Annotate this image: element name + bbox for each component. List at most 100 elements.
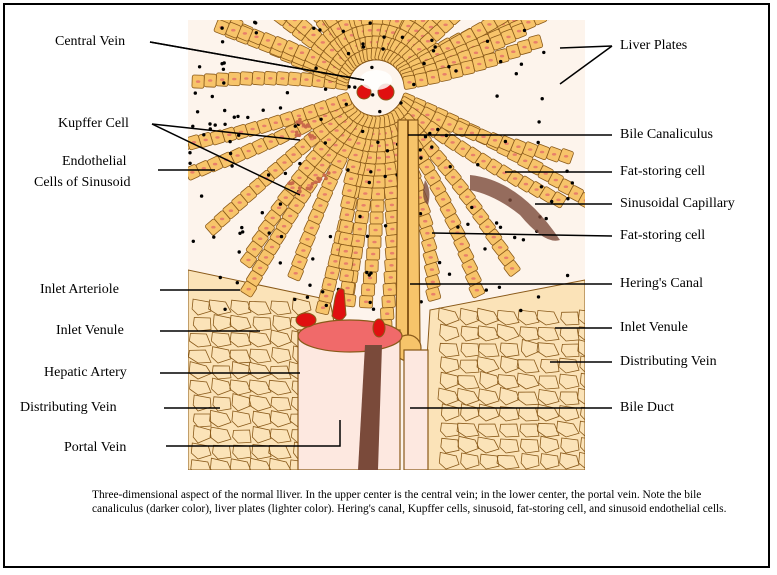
hepatocyte-nucleus (243, 32, 247, 35)
hepatocyte-nucleus (294, 272, 298, 275)
hepatocyte-nucleus (466, 66, 470, 69)
hepatocyte-nucleus (419, 79, 423, 82)
hepatocyte (502, 4, 519, 21)
hepatocyte-nucleus (460, 243, 464, 246)
hepatocyte-nucleus (289, 47, 293, 50)
sinusoid-dot (438, 261, 441, 264)
hepatocyte-nucleus (294, 204, 298, 207)
hepatocyte-nucleus (264, 256, 268, 259)
hepatocyte-nucleus (312, 157, 316, 160)
sinusoid-dot (233, 116, 236, 119)
sinusoid-dot (255, 31, 258, 34)
sinusoid-dot (324, 88, 327, 91)
sinusoid-dot (498, 286, 501, 289)
label-endothelial-line1: Endothelial (62, 154, 127, 170)
hepatocyte-nucleus (395, 20, 399, 23)
hepatocyte-nucleus (368, 156, 372, 159)
sinusoid-dot (486, 40, 489, 43)
sinusoid-dot (466, 223, 469, 226)
hepatocyte-nucleus (477, 29, 481, 32)
central-vein-lumen (360, 70, 392, 90)
hepatocyte-nucleus (301, 194, 305, 197)
hepatocyte-nucleus (386, 300, 390, 303)
sinusoid-dot (381, 47, 384, 50)
hepatocyte-nucleus (399, 9, 403, 12)
hepatocyte-nucleus (534, 188, 538, 191)
hepatocyte (309, 0, 326, 8)
kupffer-cell-dot (295, 120, 299, 124)
hepatocyte-nucleus (431, 76, 435, 79)
label-bile-canaliculus: Bile Canaliculus (620, 127, 713, 143)
hepatocyte-nucleus (291, 153, 295, 156)
hepatocyte-nucleus (304, 167, 308, 170)
hepatocyte-nucleus (510, 267, 514, 270)
sinusoid-dot (522, 238, 525, 241)
hepatocyte-nucleus (498, 246, 502, 249)
hepatocyte-nucleus (390, 6, 394, 9)
sinusoid-dot (419, 148, 422, 151)
sinusoid-dot (246, 116, 249, 119)
sinusoid-dot (223, 308, 226, 311)
sinusoid-dot (369, 21, 372, 24)
label-hepatic-artery: Hepatic Artery (44, 365, 127, 381)
hepatocyte-nucleus (564, 155, 568, 158)
sinusoid-dot (194, 91, 197, 94)
sinusoid-dot (447, 65, 450, 68)
sinusoid-dot (223, 109, 226, 112)
hepatocyte-nucleus (204, 139, 208, 142)
sinusoid-dot (483, 247, 486, 250)
hepatocyte-nucleus (540, 151, 544, 154)
hepatocyte-nucleus (564, 185, 568, 188)
sinusoid-dot (279, 261, 282, 264)
hepatocyte-nucleus (215, 136, 219, 139)
sinusoid-dot (376, 141, 379, 144)
hepatocyte-nucleus (334, 129, 338, 132)
label-distributing-vein-right: Distributing Vein (620, 354, 717, 370)
sinusoid-dot (358, 215, 361, 218)
hepatocyte (345, 0, 361, 4)
hepatocyte-nucleus (247, 288, 251, 291)
sinusoid-dot (196, 110, 199, 113)
hepatocyte-nucleus (327, 138, 331, 141)
hepatocyte-nucleus (229, 209, 233, 212)
hepatocyte-nucleus (274, 4, 278, 7)
sinusoid-dot (361, 130, 364, 133)
sinusoid-dot (312, 27, 315, 30)
hepatocyte-nucleus (446, 209, 450, 212)
sinusoid-dot (240, 226, 243, 229)
hepatocyte-nucleus (277, 206, 281, 209)
hepatocyte-nucleus (421, 208, 425, 211)
hepatocyte-nucleus (412, 14, 416, 17)
hepatocyte (296, 0, 314, 3)
hepatocyte-nucleus (446, 47, 450, 50)
sinusoid-dot (430, 39, 433, 42)
hepatocyte-nucleus (443, 24, 447, 27)
hepatocyte-nucleus (498, 17, 502, 20)
hepatocyte-nucleus (332, 3, 336, 6)
hepatocyte-nucleus (372, 241, 376, 244)
hepatocyte-nucleus (390, 204, 394, 207)
hepatocyte-nucleus (418, 4, 422, 7)
hepatocyte-nucleus (426, 40, 430, 43)
hepatocyte-nucleus (319, 148, 323, 151)
hepatocyte-nucleus (270, 9, 274, 12)
sinusoid-dot (308, 284, 311, 287)
hepatocyte-nucleus (262, 125, 266, 128)
sinusoid-dot (345, 103, 348, 106)
hepatocyte-nucleus (389, 276, 393, 279)
hepatocyte-nucleus (481, 160, 485, 163)
sinusoid-dot (361, 42, 364, 45)
hepatocyte-nucleus (548, 11, 552, 14)
hepatocyte-nucleus (368, 29, 372, 32)
hepatocyte-nucleus (283, 11, 287, 14)
label-fat-storing-cell-2: Fat-storing cell (620, 228, 705, 244)
hepatocyte (245, 0, 262, 3)
hepatocyte-nucleus (252, 277, 256, 280)
hepatocyte-nucleus (430, 268, 434, 271)
hepatocyte (307, 0, 325, 9)
hepatocyte-nucleus (425, 166, 429, 169)
hepatocyte-nucleus (430, 176, 434, 179)
hepatocyte (344, 2, 360, 17)
hepatocyte-nucleus (277, 43, 281, 46)
hepatocyte-nucleus (377, 169, 381, 172)
